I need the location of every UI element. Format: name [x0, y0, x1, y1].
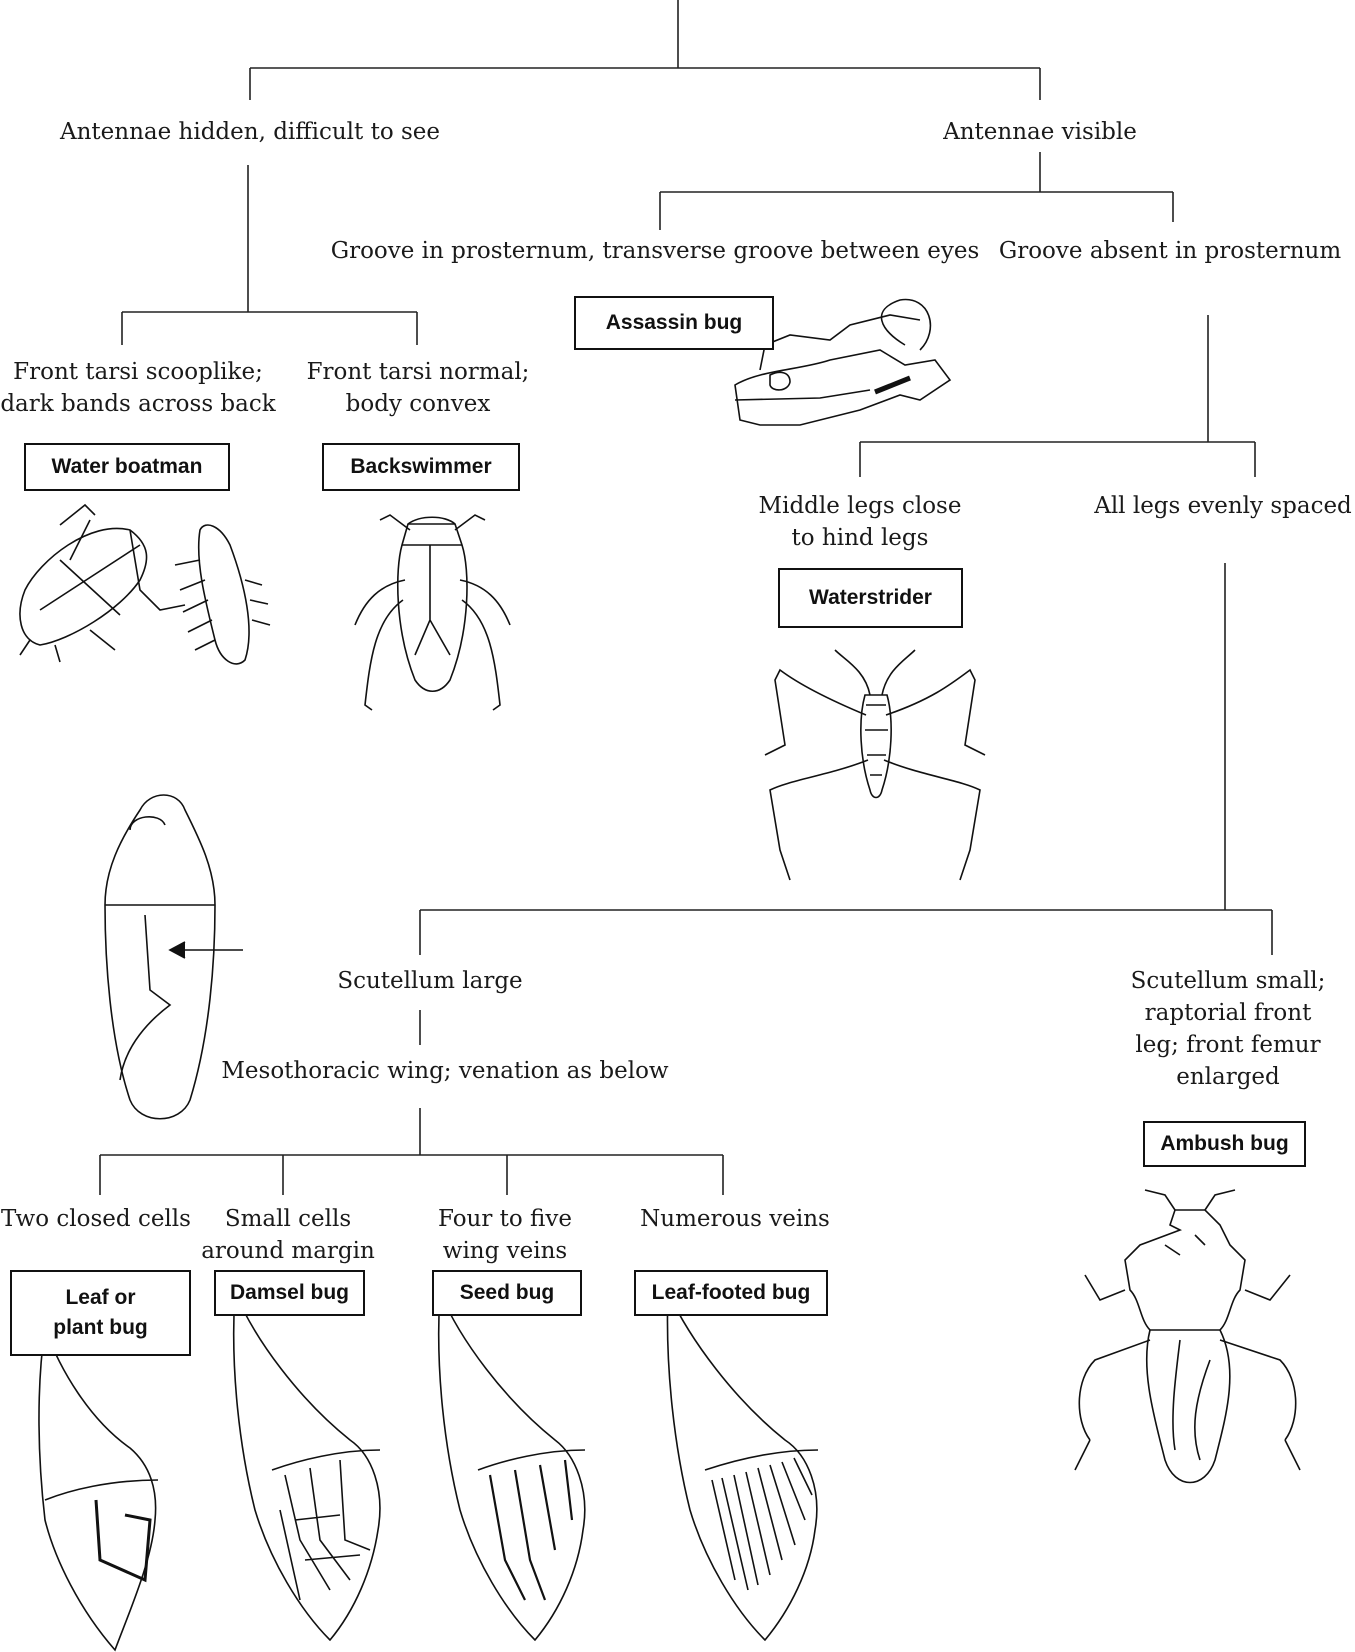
damsel-bug-wing-illustration — [232, 1291, 381, 1642]
label-small-cells: Small cells around margin — [201, 1206, 375, 1264]
label-front-tarsi-scooplike: Front tarsi scooplike; dark bands across… — [0, 359, 276, 417]
backswimmer-illustration — [354, 514, 511, 711]
label-antennae-visible: Antennae visible — [943, 119, 1137, 145]
label-scutellum-large: Scutellum large — [337, 968, 523, 994]
label-legs-evenly-spaced: All legs evenly spaced — [1094, 493, 1352, 519]
label-four-to-five-veins: Four to five wing veins — [437, 1206, 573, 1264]
label-antennae-hidden: Antennae hidden, difficult to see — [59, 119, 441, 145]
ambush-bug-illustration — [1074, 1189, 1301, 1484]
waterstrider-illustration — [764, 649, 986, 881]
water-boatman-illustration — [19, 503, 271, 665]
taxon-box-assassin-bug: Assassin bug — [574, 296, 774, 350]
label-middle-legs-close: Middle legs close to hind legs — [758, 493, 962, 551]
taxon-box-backswimmer: Backswimmer — [322, 443, 520, 491]
label-front-tarsi-normal: Front tarsi normal; body convex — [306, 359, 530, 417]
taxon-box-seed-bug: Seed bug — [432, 1270, 582, 1316]
label-numerous-veins: Numerous veins — [640, 1206, 830, 1232]
label-mesothoracic-wing: Mesothoracic wing; venation as below — [221, 1058, 669, 1084]
leaf-footed-bug-wing-illustration — [666, 1291, 819, 1642]
label-groove-absent: Groove absent in prosternum — [998, 238, 1342, 264]
taxon-box-leaf-or-plant-bug: Leaf or plant bug — [10, 1270, 191, 1356]
leaf-plant-bug-wing-illustration — [38, 1327, 159, 1652]
label-scutellum-small: Scutellum small; raptorial front leg; fr… — [1130, 968, 1326, 1090]
label-groove-present: Groove in prosternum, transverse groove … — [330, 238, 980, 264]
label-two-closed-cells: Two closed cells — [1, 1206, 191, 1232]
scutellum-body-illustration — [104, 794, 243, 1120]
taxon-box-water-boatman: Water boatman — [24, 443, 230, 491]
seed-bug-wing-illustration — [437, 1291, 586, 1642]
taxon-box-leaf-footed-bug: Leaf-footed bug — [634, 1270, 828, 1316]
taxon-box-ambush-bug: Ambush bug — [1143, 1121, 1306, 1167]
taxon-box-damsel-bug: Damsel bug — [214, 1270, 365, 1316]
taxon-box-waterstrider: Waterstrider — [778, 568, 963, 628]
